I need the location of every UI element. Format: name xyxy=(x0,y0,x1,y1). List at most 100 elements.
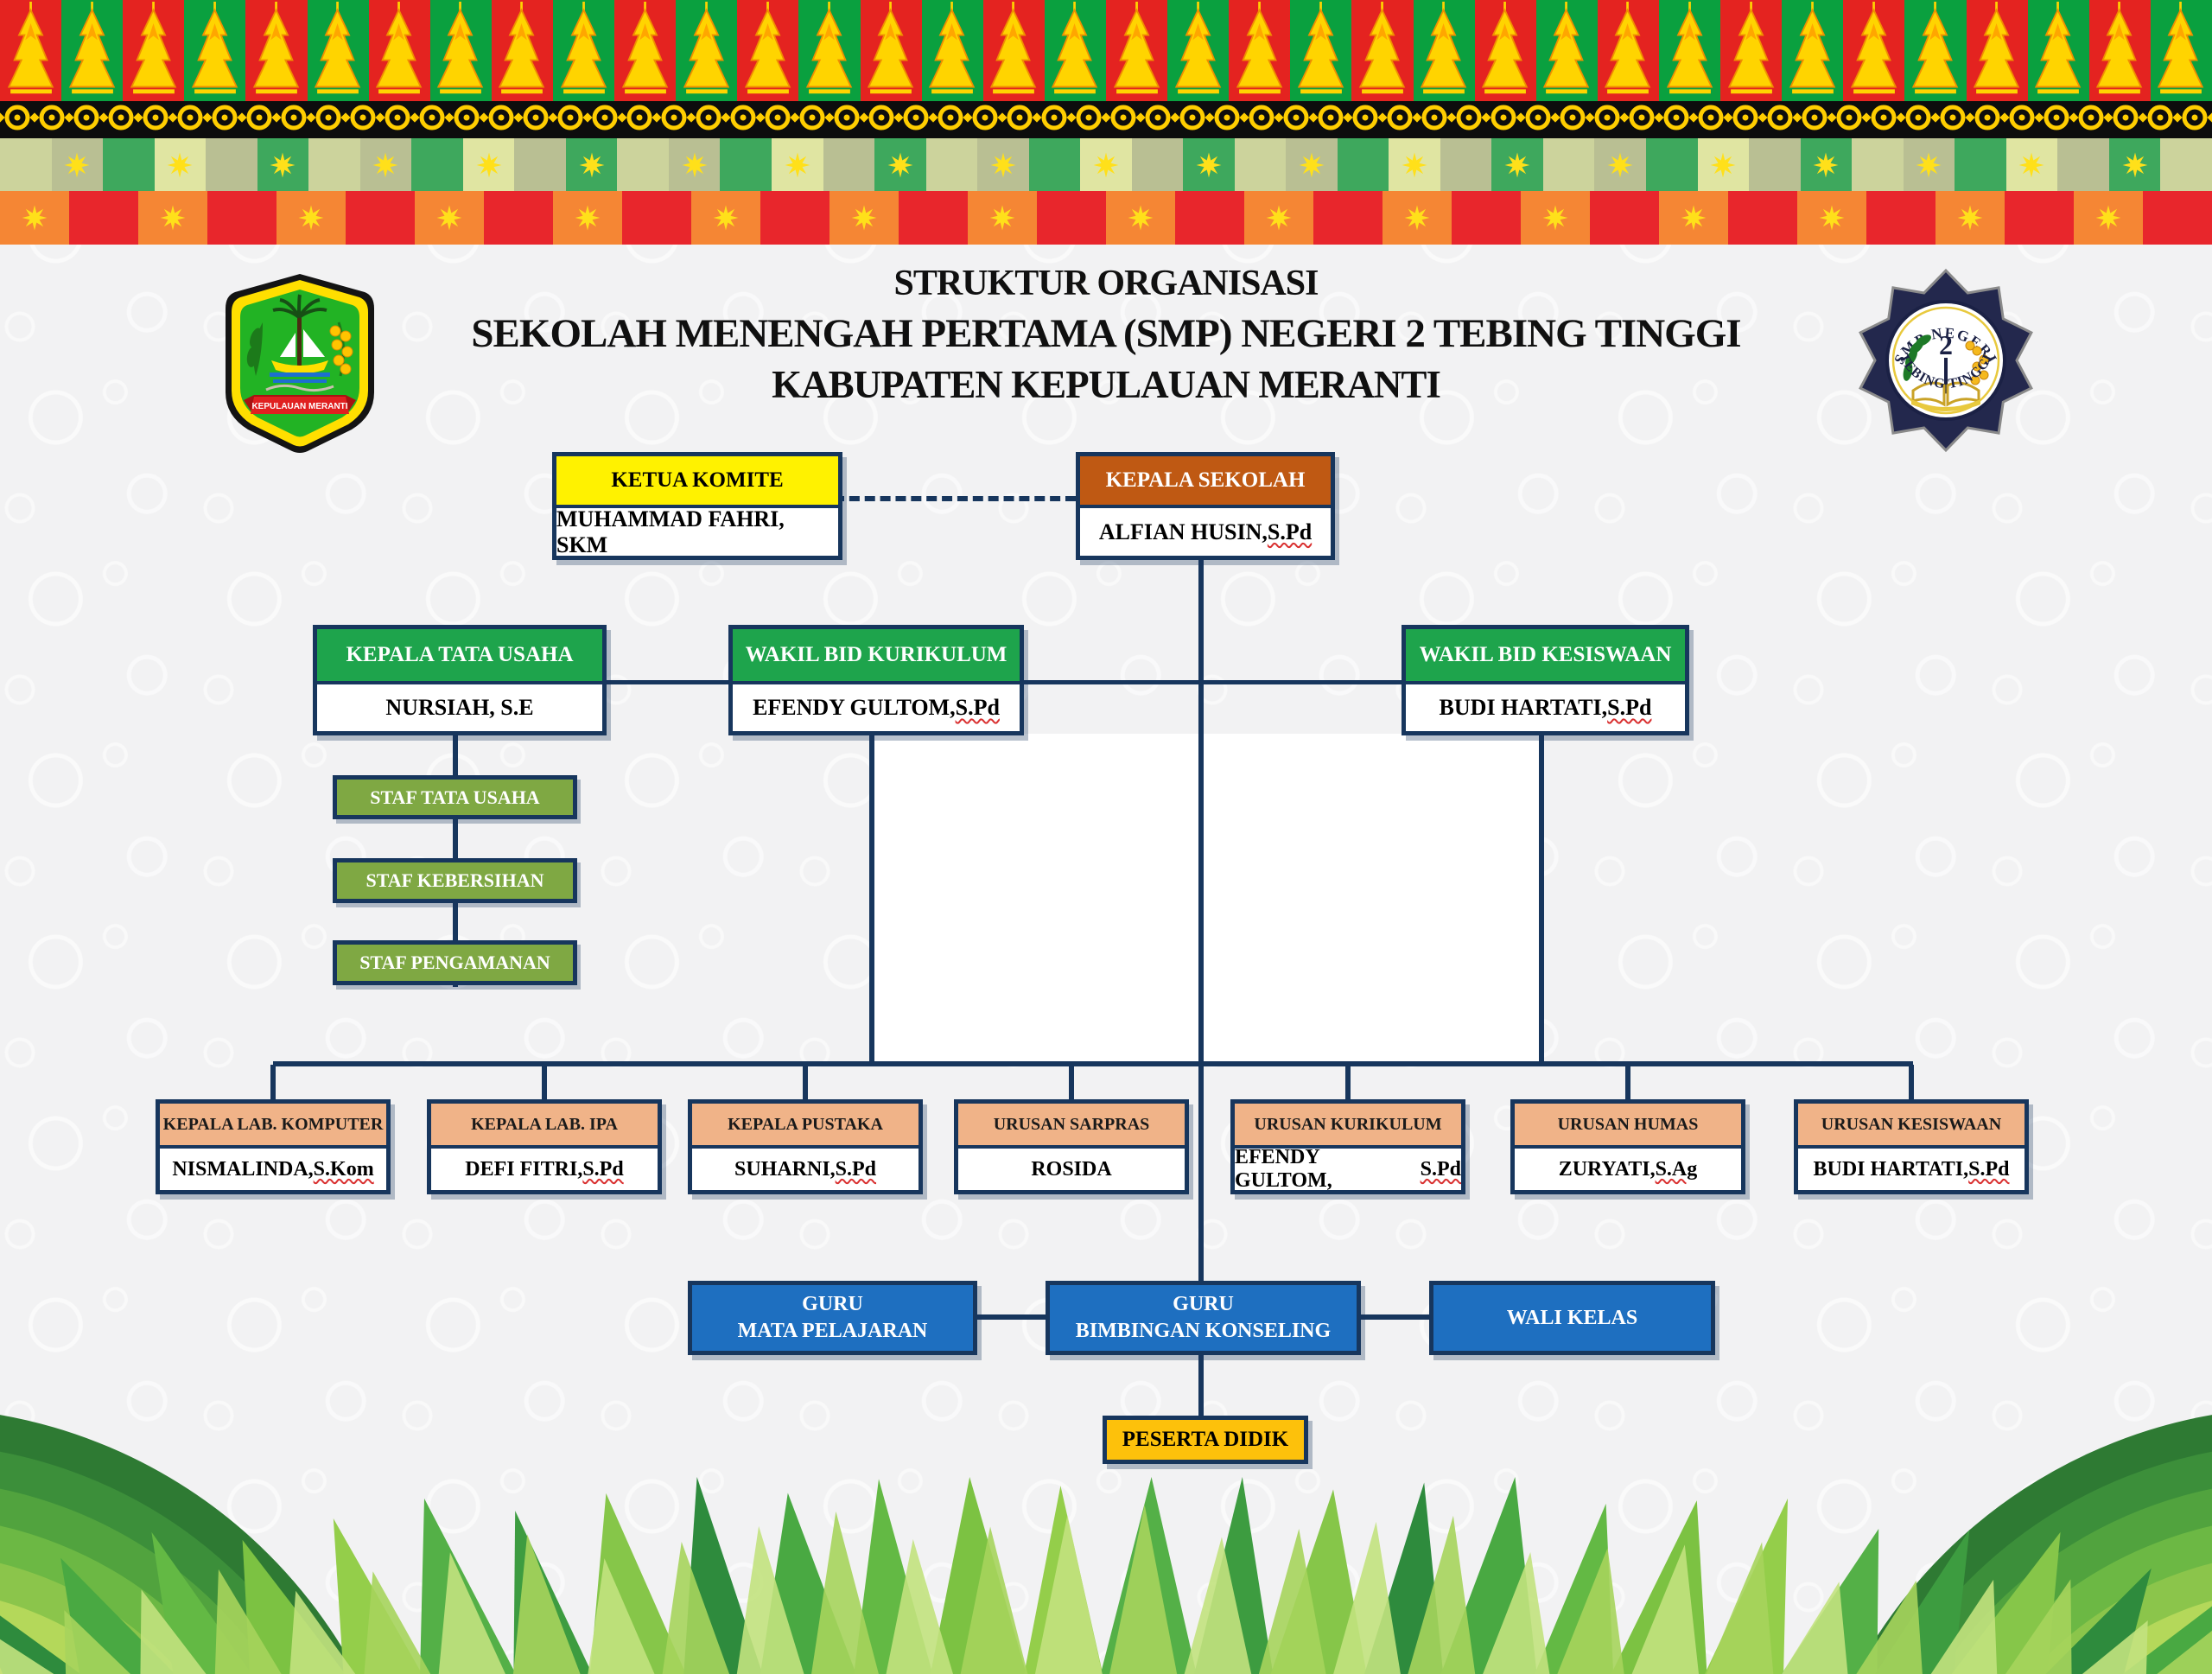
square-ornament xyxy=(1491,138,1543,191)
open-book-icon xyxy=(1911,381,1980,411)
node-name-text: ZURYATI, xyxy=(1558,1157,1656,1181)
node-title: KEPALA PUSTAKA xyxy=(692,1104,918,1149)
square-ornament xyxy=(1183,138,1235,191)
chain-ring-ornament xyxy=(755,99,800,141)
leaf-blade-light xyxy=(2082,1620,2148,1674)
leaf-blade-light xyxy=(2005,1579,2072,1674)
tumpal-ornament xyxy=(123,0,185,101)
square-ornament xyxy=(1646,138,1698,191)
chain-ring-ornament xyxy=(444,99,489,141)
leaf-blade-light xyxy=(1631,1544,1700,1674)
node-title-line1: GURU xyxy=(802,1293,863,1315)
tumpal-ornament xyxy=(2088,0,2151,101)
square-ornament xyxy=(1936,191,2005,245)
node-title-text: KEPALA LAB. KOMPUTER xyxy=(162,1114,384,1134)
leaf-blade-light xyxy=(1557,1548,1624,1674)
square-ornament xyxy=(415,191,484,245)
org-node-staf-tata-usaha: STAF TATA USAHA xyxy=(333,775,577,819)
corner-arc xyxy=(2030,1563,2212,1674)
square-ornament xyxy=(1955,138,2006,191)
node-name-suffix: S.Kom xyxy=(313,1157,374,1181)
tumpal-ornament xyxy=(1535,0,1598,101)
org-node-kepala-lab-komputer: KEPALA LAB. KOMPUTER NISMALINDA, S.Kom xyxy=(156,1099,391,1194)
node-name-suffix: S.Pd xyxy=(955,695,1000,720)
org-node-kepala-sekolah: KEPALA SEKOLAH ALFIAN HUSIN, S.Pd xyxy=(1076,452,1335,560)
square-ornament xyxy=(823,138,875,191)
square-ornament xyxy=(1697,138,1750,191)
leaf-blade-light xyxy=(2157,1630,2212,1674)
chain-ring-ornament xyxy=(2069,99,2113,141)
chain-ring-ornament xyxy=(1723,99,1768,141)
org-node-urusan-sarpras: URUSAN SARPRAS ROSIDA xyxy=(954,1099,1189,1194)
org-node-wakil-kesiswaan: WAKIL BID KESISWAAN BUDI HARTATI, S.Pd xyxy=(1402,625,1689,735)
square-ornament xyxy=(276,191,346,245)
leaf-blade-light xyxy=(960,1526,1028,1674)
leaf-blade xyxy=(242,1539,346,1674)
corner-arc xyxy=(0,1563,182,1674)
node-title-text: KEPALA LAB. IPA xyxy=(471,1114,618,1134)
node-title-text: URUSAN SARPRAS xyxy=(993,1114,1150,1134)
sailboat-icon xyxy=(270,329,330,383)
arabic-script-motif xyxy=(265,384,334,392)
square-ornament xyxy=(514,138,566,191)
corner-arc xyxy=(0,1639,73,1674)
chain-ring-ornament xyxy=(306,99,351,141)
org-node-peserta-didik: PESERTA DIDIK xyxy=(1103,1416,1308,1464)
tumpal-ornament xyxy=(1105,0,1168,101)
chain-ring-ornament xyxy=(1205,99,1249,141)
chain-ring-ornament xyxy=(928,99,973,141)
leaf-blade xyxy=(1535,1503,1614,1674)
chain-ring-ornament xyxy=(2034,99,2079,141)
leaf-blade xyxy=(1951,1531,2061,1674)
square-ornament xyxy=(2005,191,2074,245)
square-ornament xyxy=(2108,138,2161,191)
square-ornament xyxy=(760,191,830,245)
square-ornament xyxy=(359,138,412,191)
node-title: KEPALA SEKOLAH xyxy=(1080,456,1331,508)
tumpal-ornament xyxy=(2027,0,2089,101)
tumpal-ornament xyxy=(2150,0,2212,101)
node-title: KEPALA LAB. IPA xyxy=(431,1104,658,1149)
org-node-urusan-kurikulum: URUSAN KURIKULUM EFENDY GULTOM, S.Pd xyxy=(1230,1099,1465,1194)
chain-ring-ornament xyxy=(1412,99,1457,141)
chain-ring-ornament xyxy=(1688,99,1733,141)
tumpal-ornament xyxy=(491,0,553,101)
square-ornament xyxy=(553,191,622,245)
tumpal-ornament xyxy=(1843,0,1905,101)
leaf-blade xyxy=(1100,1477,1197,1674)
chain-ring-ornament xyxy=(1654,99,1699,141)
chain-ring-ornament xyxy=(721,99,766,141)
square-ornament xyxy=(462,138,515,191)
node-title-line1: GURU xyxy=(1173,1293,1234,1315)
square-ornament xyxy=(1542,138,1595,191)
node-name-text: EFENDY GULTOM, xyxy=(753,695,956,720)
border-band-squares-top xyxy=(0,138,2212,191)
leaf-blade-light xyxy=(662,1541,730,1674)
connector-blue-2 xyxy=(1361,1314,1429,1320)
leaf-blade xyxy=(589,1493,686,1674)
square-ornament xyxy=(1521,191,1590,245)
node-title: URUSAN KURIKULUM xyxy=(1235,1104,1461,1149)
square-ornament xyxy=(720,138,772,191)
square-ornament xyxy=(771,138,823,191)
leaf-blade-light xyxy=(1483,1551,1550,1674)
leaf-blade-light xyxy=(1706,1542,1774,1674)
square-ornament xyxy=(484,191,553,245)
node-title-text: WAKIL BID KURIKULUM xyxy=(745,643,1007,666)
leaf-blade-light xyxy=(1109,1505,1178,1674)
chain-ring-ornament xyxy=(1758,99,1802,141)
square-ornament xyxy=(0,138,52,191)
connector-komite-kepsek xyxy=(834,496,1076,501)
square-ornament xyxy=(2005,138,2058,191)
chain-ring-ornament xyxy=(29,99,74,141)
leaf-blade xyxy=(854,1479,933,1674)
chain-ring-ornament xyxy=(617,99,662,141)
square-ornament xyxy=(103,138,155,191)
node-title-line2: MATA PELAJARAN xyxy=(737,1320,928,1342)
leaf-blade xyxy=(1875,1529,1970,1674)
leaf-blade xyxy=(0,1615,81,1674)
node-name-text: ALFIAN HUSIN, xyxy=(1098,519,1268,544)
node-title: KEPALA LAB. KOMPUTER xyxy=(160,1104,386,1149)
corner-arc xyxy=(0,1415,358,1674)
